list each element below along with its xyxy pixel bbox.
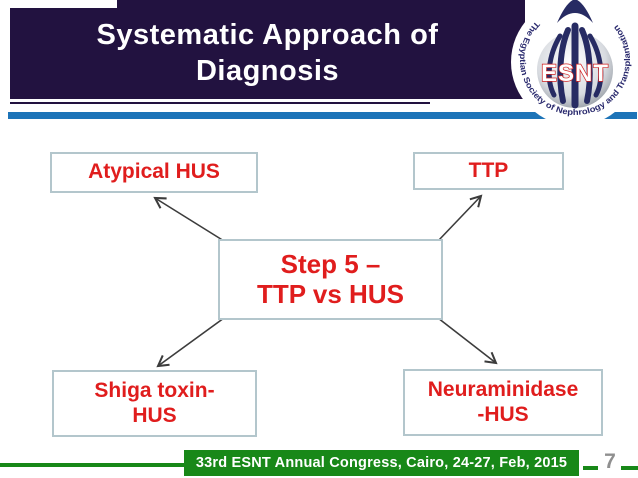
arrow-to-ttp [437,194,483,242]
arrow-to-neuraminidase-hus [437,317,498,365]
shiga-toxin-hus-box: Shiga toxin- HUS [52,370,257,437]
atypical-hus-box: Atypical HUS [50,152,258,193]
page-title: Systematic Approach of Diagnosis [97,18,439,89]
title-underline [10,102,430,104]
footer-rule-mid [583,466,598,470]
logo-petals [546,22,604,109]
esnt-logo-icon: ESNT The Egyptian Society of Nephrology … [511,0,638,126]
footer-rule-right [621,466,638,470]
logo-acronym: ESNT [541,60,609,87]
shiga-line1: Shiga toxin- [94,379,215,403]
neuraminidase-hus-box: Neuraminidase -HUS [403,369,603,436]
blue-divider-rule [8,112,637,119]
footer-congress-banner: 33rd ESNT Annual Congress, Cairo, 24-27,… [184,450,579,476]
ttp-box: TTP [413,152,564,190]
title-banner-bleed [117,0,525,10]
ttp-label: TTP [468,158,509,182]
footer-congress-text: 33rd ESNT Annual Congress, Cairo, 24-27,… [195,455,568,471]
step5-line2: TTP vs HUS [257,278,404,309]
page-title-line2: Diagnosis [195,54,340,87]
step5-line1: Step 5 – [280,248,381,279]
atypical-hus-label: Atypical HUS [88,160,220,184]
arrow-to-atypical-hus [153,196,225,242]
arrow-to-shiga-toxin-hus [156,317,225,368]
page-title-line1: Systematic Approach of [96,19,439,52]
step5-center-box: Step 5 – TTP vs HUS [218,239,443,320]
neuraminidase-line1: Neuraminidase [427,378,579,402]
page-number: 7 [604,450,616,473]
neuraminidase-line2: -HUS [477,402,529,426]
logo-lotus-crown [557,0,593,23]
footer-rule-left [0,463,184,467]
title-banner: Systematic Approach of Diagnosis [10,8,525,99]
shiga-line2: HUS [132,403,177,427]
